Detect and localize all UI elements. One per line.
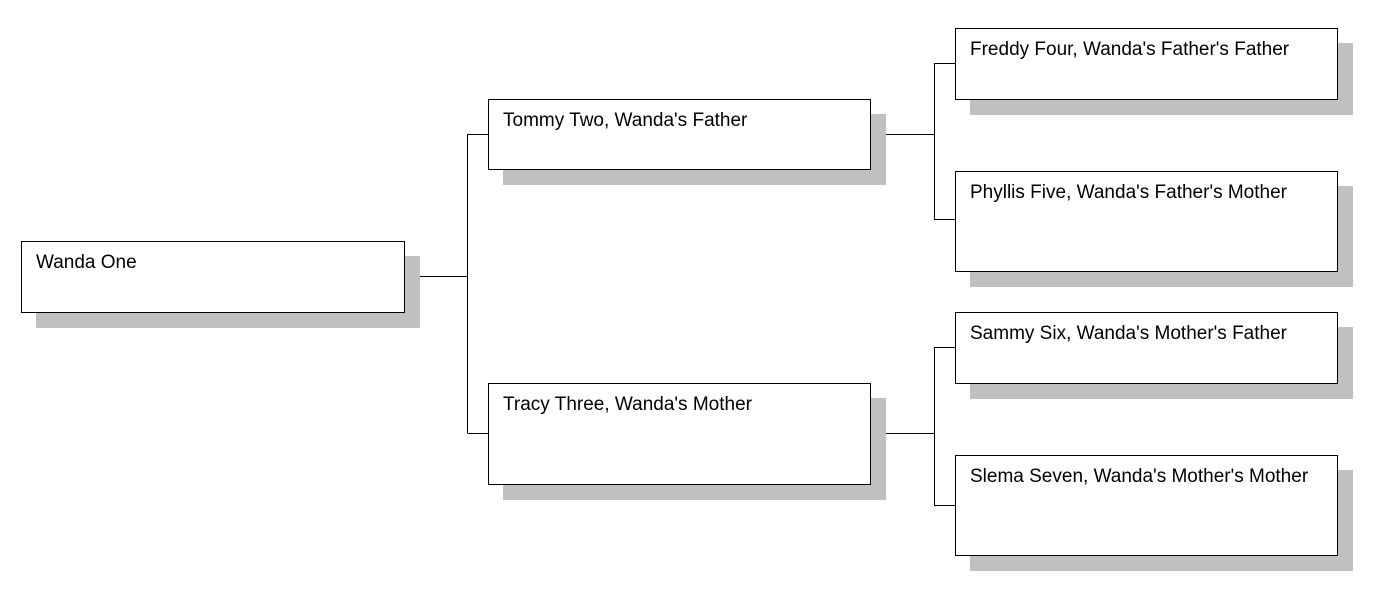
person-name-father: Tommy Two, Wanda's Father — [503, 110, 748, 131]
person-box-mother: Tracy Three, Wanda's Mother — [488, 383, 871, 485]
person-box-fathers-mother: Phyllis Five, Wanda's Father's Mother — [955, 171, 1338, 272]
person-name-mothers-father: Sammy Six, Wanda's Mother's Father — [970, 323, 1287, 344]
person-name-mother: Tracy Three, Wanda's Mother — [503, 394, 752, 415]
person-name-self: Wanda One — [36, 252, 137, 273]
person-box-father: Tommy Two, Wanda's Father — [488, 99, 871, 170]
person-box-mothers-mother: Slema Seven, Wanda's Mother's Mother — [955, 455, 1338, 556]
person-name-fathers-father: Freddy Four, Wanda's Father's Father — [970, 39, 1290, 60]
person-name-mothers-mother: Slema Seven, Wanda's Mother's Mother — [970, 466, 1309, 487]
person-box-mothers-father: Sammy Six, Wanda's Mother's Father — [955, 312, 1338, 384]
person-name-fathers-mother: Phyllis Five, Wanda's Father's Mother — [970, 182, 1287, 203]
person-box-self: Wanda One — [21, 241, 405, 313]
person-box-fathers-father: Freddy Four, Wanda's Father's Father — [955, 28, 1338, 100]
